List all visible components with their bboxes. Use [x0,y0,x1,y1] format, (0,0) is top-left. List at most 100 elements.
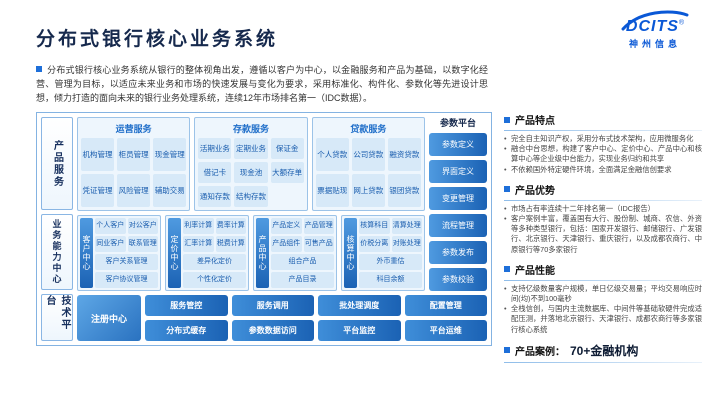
diagram-chip: 银团贷款 [387,174,421,207]
diagram-chip: 风险管理 [117,174,151,207]
diagram-chip: 融资贷款 [387,138,421,171]
architecture-diagram: 产品服务业务能力中心技术平台 运营服务机构管理柜员管理现金管理凭证管理风险管理辅… [36,112,492,346]
diagram-chip: 凭证管理 [81,174,115,207]
registered-mark-icon: ® [678,19,685,27]
diagram-chip: 汇率计算 [183,236,214,252]
parameter-chip: 参数校验 [429,268,487,291]
product-group: 运营服务机构管理柜员管理现金管理凭证管理风险管理辅助交易 [77,117,191,211]
diagram-chip: 科目余额 [359,272,422,288]
bullet-square-icon [504,186,510,193]
logo-swoosh-icon [621,10,689,31]
diagram-chip: 保证金 [270,138,304,159]
section-header: 产品优势 [504,182,702,197]
rail-label: 技术平台 [41,294,73,341]
section-divider [504,361,702,363]
bullet-item: 客户案例丰富，覆盖国有大行、股份制、城商、农信、外资等多种类型银行，包括：国家开… [504,214,702,255]
diagram-chip: 通知存款 [198,186,232,207]
diagram-chip: 产品管理 [303,218,334,234]
diagram-chip: 网上贷款 [351,174,385,207]
diagram-chip: 现金管理 [153,138,187,171]
diagram-chip: 借记卡 [198,162,232,183]
diagram-chip: 利率计算 [183,218,214,234]
product-group: 贷款服务个人贷款公司贷款融资贷款票据贴现网上贷款银团贷款 [311,117,425,211]
parameter-chip: 界面定义 [429,160,487,183]
center-title: 定价中心 [168,218,181,288]
tech-platform-chip: 配置管理 [404,295,487,316]
group-title: 存款服务 [232,124,269,134]
parameter-chip: 流程管理 [429,214,487,237]
panel-section: 产品案例：70+金融机构 [504,342,702,366]
capability-center: 客户中心个人客户对公客户同业客户联系管理客户关系管理客户协议管理 [77,215,161,291]
diagram-chip: 个人贷款 [315,138,349,171]
bullet-item: 完全自主知识产权，采用分布式技术架构，应用微服务化 [504,134,702,144]
capability-center: 产品中心产品定义产品管理产品组件可售产品组合产品产品目录 [253,215,337,291]
center-title: 核算中心 [344,218,357,288]
logo-subbrand-text: 神州信息 [628,39,681,49]
page-title: 分布式银行核心业务系统 [36,29,279,50]
capability-centers-band: 客户中心个人客户对公客户同业客户联系管理客户关系管理客户协议管理定价中心利率计算… [77,215,425,291]
tech-platform-chip: 参数数据访问 [231,320,314,341]
diagram-main: 运营服务机构管理柜员管理现金管理凭证管理风险管理辅助交易存款服务活期业务定期业务… [77,117,487,341]
bullet-item: 融合中台思想，构建了客户中心、定价中心、产品中心和核算中心等企业级中台能力，实现… [504,144,702,164]
diagram-chip: 结构存款 [234,186,268,207]
diagram-chip: 税费计算 [215,236,246,252]
section-divider [504,130,702,131]
diagram-chip: 价税分离 [359,236,390,252]
diagram-rail: 产品服务业务能力中心技术平台 [41,117,73,341]
section-divider [504,279,702,281]
group-items: 机构管理柜员管理现金管理凭证管理风险管理辅助交易 [81,138,187,207]
diagram-chip: 可售产品 [303,236,334,252]
bullet-square-icon [504,266,510,273]
diagram-chip: 清算处理 [391,218,422,234]
section-highlight: 70+金融机构 [570,343,639,358]
diagram-chip: 公司贷款 [351,138,385,171]
center-items: 利率计算费率计算汇率计算税费计算差异化定价个性化定价 [183,218,246,288]
diagram-chip: 客户关系管理 [95,254,158,270]
diagram-bands: 运营服务机构管理柜员管理现金管理凭证管理风险管理辅助交易存款服务活期业务定期业务… [77,117,425,291]
section-title: 产品特点 [515,116,555,127]
group-title: 贷款服务 [350,124,387,134]
center-title: 客户中心 [80,218,93,288]
section-header: 产品案例：70+金融机构 [504,342,702,359]
tech-platform-chip: 批处理调度 [318,295,401,316]
section-bullets: 支持亿级数量客户规模，单日亿级交易量；平均交易响应时间(均)不到100毫秒全栈信… [504,284,702,335]
registry-center-chip: 注册中心 [77,295,141,341]
capability-center: 定价中心利率计算费率计算汇率计算税费计算差异化定价个性化定价 [165,215,249,291]
parameter-platform: 参数平台 参数定义界面定义变更管理流程管理参数发布参数校验 [429,117,487,291]
section-bullets: 市场占有率连续十二年排名第一（IDC报告）客户案例丰富，覆盖国有大行、股份制、城… [504,204,702,255]
intro-paragraph: 分布式银行核心业务系统从银行的整体视角出发，遵循以客户为中心，以金融服务和产品为… [36,64,488,106]
diagram-chip: 产品目录 [271,272,334,288]
section-title: 产品性能 [515,265,555,277]
section-bullets: 完全自主知识产权，采用分布式技术架构，应用微服务化融合中台思想，构建了客户中心、… [504,134,702,175]
tech-platform-chip: 平台运维 [404,320,487,341]
bullet-item: 支持亿级数量客户规模，单日亿级交易量；平均交易响应时间(均)不到100毫秒 [504,284,702,304]
parameter-chip: 参数定义 [429,133,487,156]
center-title: 产品中心 [256,218,269,288]
diagram-chip: 大额存单 [270,162,304,183]
diagram-chip: 个性化定价 [183,272,246,288]
diagram-chip: 核算科目 [359,218,390,234]
diagram-chip: 机构管理 [81,138,115,171]
parameter-chip: 参数发布 [429,241,487,264]
diagram-chip: 票据贴现 [315,174,349,207]
tech-platform-band: 注册中心 服务管控服务调用批处理调度配置管理分布式缓存参数数据访问平台监控平台运… [77,295,487,341]
panel-section: 产品特点完全自主知识产权，采用分布式技术架构，应用微服务化融合中台思想，构建了客… [504,112,702,175]
diagram-chip: 现金池 [234,162,268,183]
parameter-chip: 变更管理 [429,187,487,210]
bullet-square-icon [36,66,42,72]
rail-label: 产品服务 [41,117,73,211]
diagram-chip: 柜员管理 [117,138,151,171]
info-panel: 产品特点完全自主知识产权，采用分布式技术架构，应用微服务化融合中台思想，构建了客… [504,112,702,363]
diagram-chip: 外币重估 [359,254,422,270]
diagram-chip: 差异化定价 [183,254,246,270]
bullet-item: 全栈信创，与国内主流数据库、中间件等基础软硬件完成适配压测，并落地北京银行、天津… [504,304,702,335]
diagram-chip: 同业客户 [95,236,126,252]
diagram-chip: 个人客户 [95,218,126,234]
group-items: 活期业务定期业务保证金借记卡现金池大额存单通知存款结构存款 [198,138,304,207]
section-header: 产品性能 [504,262,702,277]
tech-platform-grid: 服务管控服务调用批处理调度配置管理分布式缓存参数数据访问平台监控平台运维 [145,295,487,341]
diagram-top: 运营服务机构管理柜员管理现金管理凭证管理风险管理辅助交易存款服务活期业务定期业务… [77,117,487,291]
panel-section: 产品优势市场占有率连续十二年排名第一（IDC报告）客户案例丰富，覆盖国有大行、股… [504,182,702,255]
rail-label: 业务能力中心 [41,214,73,291]
diagram-chip: 客户协议管理 [95,272,158,288]
